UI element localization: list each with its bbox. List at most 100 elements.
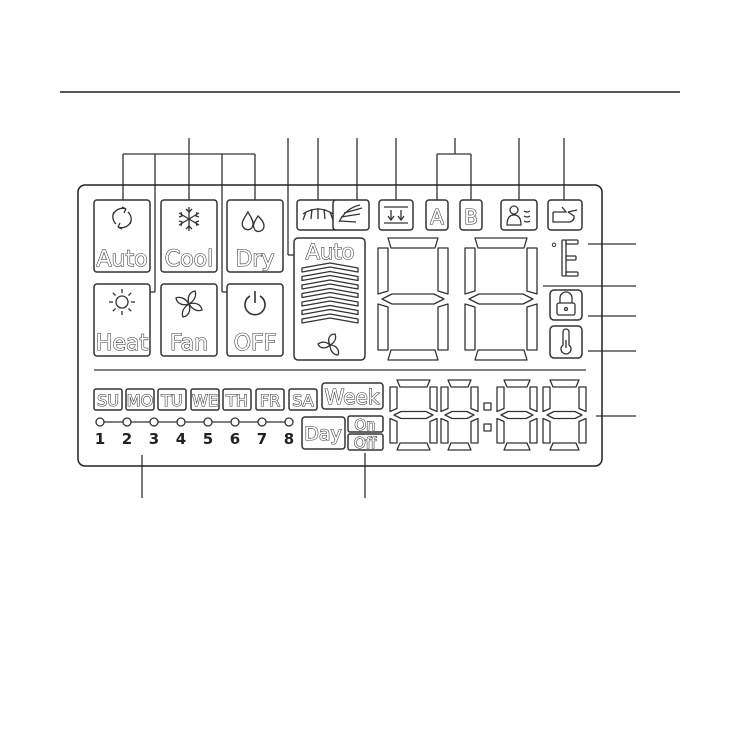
timer-dot	[123, 418, 131, 426]
day-label: TU	[160, 391, 182, 410]
seg-top	[550, 380, 579, 387]
day-label: WE	[192, 391, 218, 410]
filter-indicator	[379, 200, 413, 230]
day-box: FR	[256, 389, 284, 410]
mode-auto-label: Auto	[96, 247, 147, 272]
seg-bottom-left	[441, 419, 448, 444]
mode-cool: Cool	[161, 200, 217, 272]
swing-b-indicator: B	[460, 200, 482, 230]
mode-heat-label: Heat	[96, 331, 149, 356]
on-label: On	[354, 416, 375, 434]
week-label: Week	[325, 385, 380, 409]
temperature-unit: °	[551, 240, 579, 276]
day-label: MO	[127, 391, 153, 410]
day-of-week-row: SU MO TU WE TH FR SA	[94, 389, 317, 410]
on-indicator: On	[348, 416, 383, 434]
seg-top-right	[438, 248, 448, 294]
timer-dot	[150, 418, 158, 426]
mode-auto: Auto	[94, 200, 150, 272]
seg-bottom	[388, 350, 438, 360]
timer-dot	[285, 418, 293, 426]
temperature-digit-2	[465, 238, 537, 360]
seg-top	[504, 380, 530, 387]
seg-middle	[394, 412, 433, 419]
seg-middle	[382, 294, 444, 304]
seg-top-left	[465, 248, 475, 294]
day-label: TH	[225, 391, 248, 410]
seg-top-left	[378, 248, 388, 294]
person-indicator	[501, 200, 537, 230]
seg-bottom	[550, 443, 579, 450]
seg-middle	[445, 412, 474, 419]
seg-bottom	[475, 350, 527, 360]
callout-lines-bottom	[142, 453, 365, 498]
swing-indicator	[333, 200, 369, 230]
seg-top-left	[390, 387, 397, 412]
timer-number: 1	[95, 430, 105, 448]
seg-bottom-right	[527, 304, 537, 350]
seg-bottom-left	[390, 419, 397, 444]
mode-cool-label: Cool	[165, 247, 213, 272]
day-box: TU	[158, 389, 186, 410]
seg-top	[388, 238, 438, 248]
mode-off: OFF	[227, 284, 283, 356]
seg-bottom-right	[471, 419, 478, 444]
seg-top	[448, 380, 471, 387]
seg-middle	[501, 412, 533, 419]
lock-indicator	[550, 290, 582, 320]
timer-number: 3	[149, 430, 159, 448]
seg-bottom	[504, 443, 530, 450]
fan-speed-box: Auto	[294, 238, 365, 360]
swing-a-label: A	[430, 205, 444, 229]
degree-symbol: °	[551, 241, 558, 257]
seg-bottom-right	[579, 419, 586, 444]
day-label: Day	[304, 423, 342, 445]
day-box: TH	[223, 389, 251, 410]
day-indicator: Day	[302, 417, 345, 449]
temperature-digit-1	[378, 238, 448, 360]
day-box: SU	[94, 389, 122, 410]
day-box: WE	[191, 389, 219, 410]
mode-heat: Heat	[94, 284, 150, 356]
mode-fan: Fan	[161, 284, 217, 356]
day-box: SA	[289, 389, 317, 410]
seg-bottom-left	[497, 419, 504, 444]
seg-top-left	[543, 387, 550, 412]
seg-top-right	[530, 387, 537, 412]
seg-top-right	[527, 248, 537, 294]
seg-bottom	[397, 443, 430, 450]
timer-number: 5	[203, 430, 213, 448]
seg-top	[397, 380, 430, 387]
seg-bottom-right	[430, 419, 437, 444]
timer-number: 4	[176, 430, 186, 448]
unit-segments	[562, 240, 578, 276]
seg-top-left	[497, 387, 504, 412]
swing-b-label: B	[464, 205, 478, 229]
clock-digit-2	[441, 380, 478, 450]
clock-digit-3	[497, 380, 537, 450]
mode-dry-label: Dry	[235, 247, 274, 272]
timer-number: 2	[122, 430, 132, 448]
day-label: FR	[260, 391, 280, 410]
day-label: SA	[292, 391, 313, 410]
mode-off-label: OFF	[234, 331, 277, 356]
timer-number: 6	[230, 430, 240, 448]
day-label: SU	[97, 391, 119, 410]
off-label: Off	[354, 434, 377, 452]
seg-bottom-right	[438, 304, 448, 350]
week-indicator: Week	[322, 383, 383, 409]
timer-program-row: 12345678	[95, 418, 294, 448]
timer-dot	[96, 418, 104, 426]
mode-dry: Dry	[227, 200, 283, 272]
seg-bottom-left	[378, 304, 388, 350]
seg-middle	[469, 294, 533, 304]
seg-bottom-left	[543, 419, 550, 444]
timer-number: 7	[257, 430, 267, 448]
seg-middle	[547, 412, 582, 419]
clock-digit-1	[390, 380, 437, 450]
seg-bottom-left	[465, 304, 475, 350]
fan-speed-label: Auto	[306, 240, 355, 264]
clock-digit-4	[543, 380, 586, 450]
timer-dot	[231, 418, 239, 426]
